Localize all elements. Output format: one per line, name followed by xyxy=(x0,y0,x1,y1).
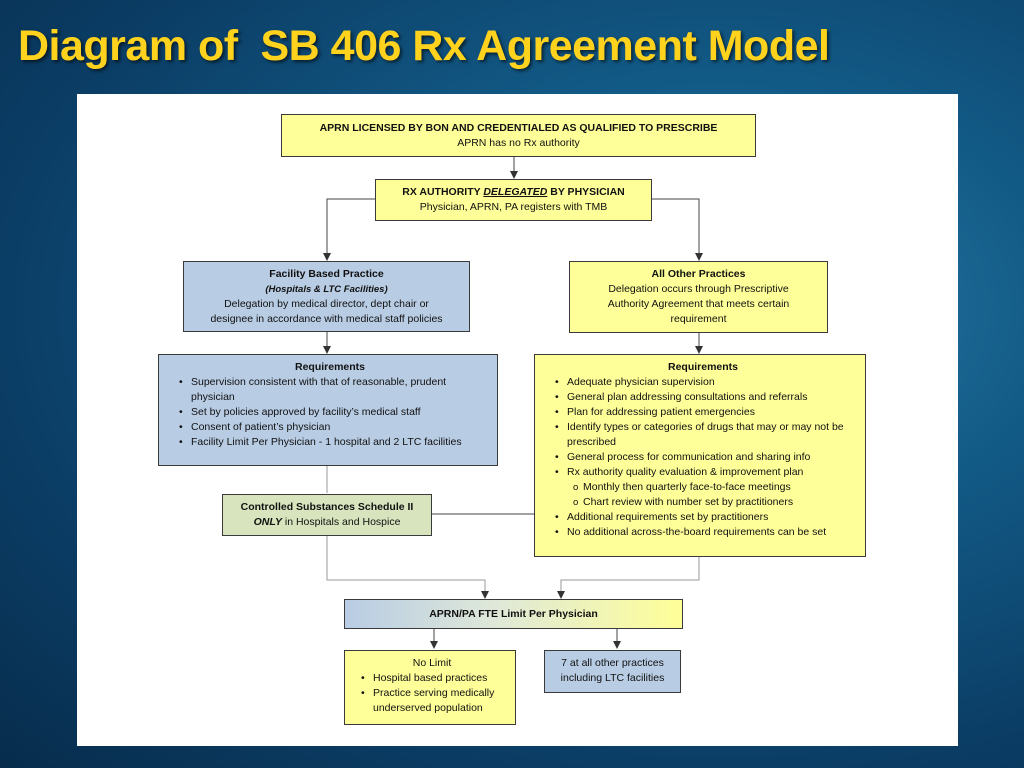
no-limit-title: No Limit xyxy=(412,657,452,669)
slide-title: Diagram of SB 406 Rx Agreement Model xyxy=(18,22,830,70)
box-no-limit: No Limit Hospital based practices Practi… xyxy=(344,650,516,725)
other-requirement-item: General process for communication and sh… xyxy=(555,450,859,465)
box-other-practices: All Other Practices Delegation occurs th… xyxy=(569,261,828,333)
by-physician-text: BY PHYSICIAN xyxy=(547,186,625,198)
diagram-canvas: APRN LICENSED BY BON AND CREDENTIALED AS… xyxy=(77,94,958,746)
facility-subtitle: (Hospitals & LTC Facilities) xyxy=(265,284,388,295)
box-aprn-licensed-title: APRN LICENSED BY BON AND CREDENTIALED AS… xyxy=(319,122,718,134)
other-requirement-item: Rx authority quality evaluation & improv… xyxy=(555,465,859,510)
controlled-line: ONLY in Hospitals and Hospice xyxy=(223,515,431,530)
controlled-line-rest: in Hospitals and Hospice xyxy=(281,516,401,528)
facility-requirements-list: Supervision consistent with that of reas… xyxy=(171,375,489,450)
only-emphasis: ONLY xyxy=(253,516,282,528)
facility-title: Facility Based Practice xyxy=(269,268,384,280)
arrow-other-req-to-fte xyxy=(557,557,700,599)
box-other-requirements: Requirements Adequate physician supervis… xyxy=(534,354,866,557)
box-rx-delegated-title: RX AUTHORITY DELEGATED BY PHYSICIAN xyxy=(376,185,651,200)
box-facility-requirements: Requirements Supervision consistent with… xyxy=(158,354,498,466)
arrow-delegated-to-other xyxy=(652,198,703,261)
fte-title: APRN/PA FTE Limit Per Physician xyxy=(429,608,598,620)
other-requirements-list: Adequate physician supervision General p… xyxy=(547,375,859,540)
facility-requirement-item: Set by policies approved by facility’s m… xyxy=(179,405,489,420)
no-limit-list: Hospital based practices Practice servin… xyxy=(353,671,511,716)
box-aprn-licensed-subtitle: APRN has no Rx authority xyxy=(457,137,580,149)
other-requirement-item-text: Rx authority quality evaluation & improv… xyxy=(567,466,804,478)
facility-line-1: Delegation by medical director, dept cha… xyxy=(224,298,429,310)
box-rx-delegated: RX AUTHORITY DELEGATED BY PHYSICIAN Phys… xyxy=(375,179,652,221)
other-line-1: Delegation occurs through Prescriptive xyxy=(608,283,789,295)
other-requirement-item: Plan for addressing patient emergencies xyxy=(555,405,859,420)
no-limit-item: Practice serving medically underserved p… xyxy=(361,686,511,716)
facility-requirement-item: Consent of patient’s physician xyxy=(179,420,489,435)
other-title: All Other Practices xyxy=(651,268,746,280)
other-requirement-item: Adequate physician supervision xyxy=(555,375,859,390)
other-requirement-item: Identify types or categories of drugs th… xyxy=(555,420,859,450)
box-facility-practice: Facility Based Practice (Hospitals & LTC… xyxy=(183,261,470,332)
no-limit-item: Hospital based practices xyxy=(361,671,511,686)
delegated-emphasis: DELEGATED xyxy=(483,186,548,198)
facility-requirement-item: Supervision consistent with that of reas… xyxy=(179,375,489,405)
seven-line-1: 7 at all other practices xyxy=(561,657,664,669)
controlled-title: Controlled Substances Schedule II xyxy=(240,501,414,513)
facility-line-2: designee in accordance with medical staf… xyxy=(210,313,443,325)
other-requirement-item: No additional across-the-board requireme… xyxy=(555,525,859,540)
other-line-2: Authority Agreement that meets certain xyxy=(607,298,790,310)
other-requirement-subitem: Monthly then quarterly face-to-face meet… xyxy=(573,480,859,495)
arrow-controlled-to-fte xyxy=(326,536,489,599)
box-seven-limit: 7 at all other practices including LTC f… xyxy=(544,650,681,693)
box-aprn-licensed: APRN LICENSED BY BON AND CREDENTIALED AS… xyxy=(281,114,756,157)
other-line-3: requirement xyxy=(670,313,727,325)
facility-requirements-title: Requirements xyxy=(294,361,366,373)
box-rx-delegated-subtitle: Physician, APRN, PA registers with TMB xyxy=(419,201,608,213)
other-requirement-item: Additional requirements set by practitio… xyxy=(555,510,859,525)
facility-requirement-item: Facility Limit Per Physician - 1 hospita… xyxy=(179,435,489,450)
arrow-delegated-to-facility xyxy=(323,198,375,261)
other-requirement-subitem: Chart review with number set by practiti… xyxy=(573,495,859,510)
connector-lines xyxy=(323,157,703,649)
seven-line-2: including LTC facilities xyxy=(560,672,665,684)
other-requirement-item: General plan addressing consultations an… xyxy=(555,390,859,405)
box-fte-limit: APRN/PA FTE Limit Per Physician xyxy=(344,599,683,629)
other-requirements-sublist: Monthly then quarterly face-to-face meet… xyxy=(567,480,859,510)
box-controlled-substances: Controlled Substances Schedule II ONLY i… xyxy=(222,494,432,536)
rx-authority-text: RX AUTHORITY xyxy=(402,186,484,198)
other-requirements-title: Requirements xyxy=(667,361,739,373)
